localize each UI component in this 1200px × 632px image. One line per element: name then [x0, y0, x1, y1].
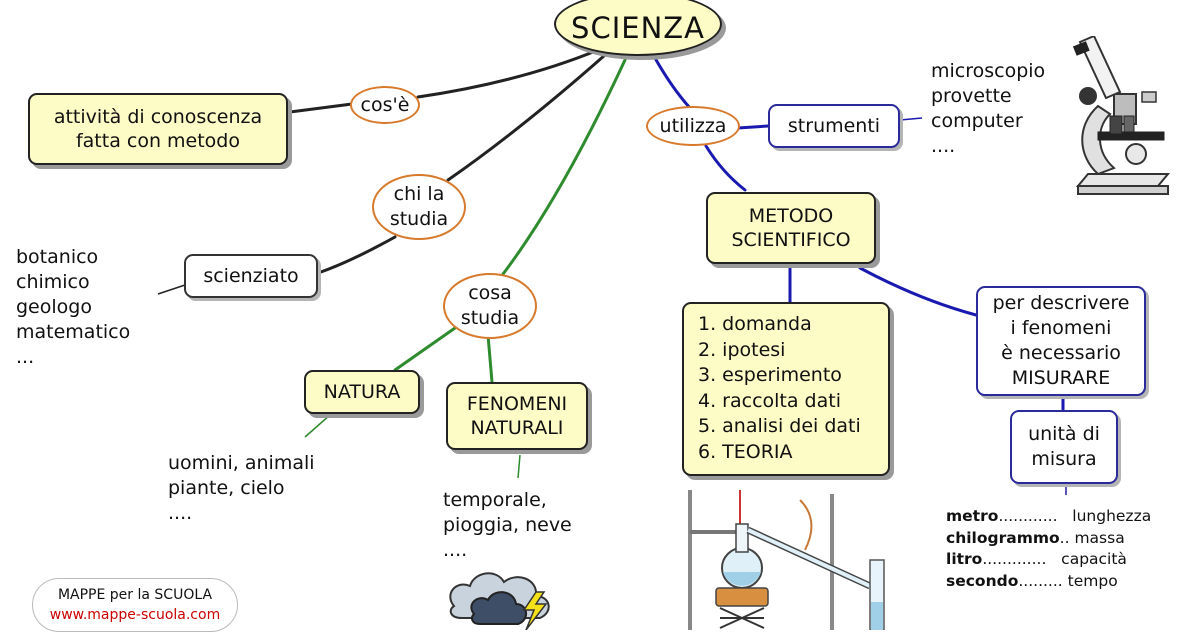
- brand-badge: MAPPE per la SCUOLA www.mappe-scuola.com: [32, 578, 238, 632]
- method-step: 2. ipotesi: [698, 338, 786, 361]
- storm-cloud-icon: [449, 572, 550, 630]
- link-chi-la-studia: chi la studia: [372, 174, 466, 240]
- scienziati-list: botanico chimico geologo matematico ...: [16, 246, 131, 368]
- link-cosa-studia: cosa studia: [443, 273, 537, 339]
- line-utilizza-metodo: [704, 144, 747, 192]
- unit-row: litro............. capacità: [946, 550, 1127, 568]
- metodo-scientifico-box: METODO SCIENTIFICO: [706, 192, 876, 264]
- method-step: 5. analisi dei dati: [698, 415, 861, 437]
- units-list: metro............ lunghezza chilogrammo.…: [946, 506, 1196, 592]
- line-strumenti-list: [899, 117, 923, 121]
- scienziato-box: scienziato: [184, 254, 318, 298]
- line-utilizza-strumenti: [736, 124, 770, 130]
- strumenti-box: strumenti: [768, 104, 900, 148]
- line-scienza-cosa: [498, 58, 627, 280]
- definition-box: attività di conoscenza fatta con metodo: [28, 93, 288, 165]
- link-cos-e: cos'è: [350, 86, 420, 124]
- line-chi-scienziato: [316, 235, 397, 275]
- title-ellipse: SCIENZA: [554, 0, 722, 56]
- line-scienza-utilizza: [653, 56, 692, 110]
- line-natura-list: [304, 414, 331, 438]
- line-fenomeni-list: [517, 454, 521, 479]
- method-steps-box: 1. domanda 2. ipotesi 3. esperimento 4. …: [682, 302, 890, 476]
- title-text: SCIENZA: [571, 11, 705, 45]
- unit-row: chilogrammo.. massa: [946, 528, 1125, 547]
- microscope-icon: [1072, 36, 1171, 195]
- unita-di-misura-box: unità di misura: [1010, 410, 1118, 484]
- misurare-box: per descrivere i fenomeni è necessario M…: [976, 286, 1146, 396]
- method-step: 6. TEORIA: [698, 440, 793, 463]
- line-cose-definition: [288, 102, 354, 114]
- brand-name: MAPPE per la SCUOLA: [57, 587, 213, 603]
- line-scienziato-list: [157, 284, 186, 295]
- method-step: 1. domanda: [698, 313, 812, 335]
- line-scienza-cose: [416, 48, 600, 99]
- strumenti-list: microscopio provette computer ....: [931, 60, 1046, 157]
- method-step: 4. raccolta dati: [698, 389, 841, 412]
- line-metodo-misurare: [858, 266, 978, 317]
- link-utilizza: utilizza: [646, 106, 740, 146]
- unit-row: metro............ lunghezza: [946, 507, 1152, 525]
- natura-list: uomini, animali piante, cielo ....: [168, 452, 315, 524]
- distillation-apparatus-icon: [688, 490, 885, 630]
- brand-url: www.mappe-scuola.com: [49, 607, 221, 623]
- fenomeni-list: temporale, pioggia, neve ....: [443, 489, 572, 561]
- line-cosa-fenomeni: [486, 333, 494, 384]
- natura-box: NATURA: [304, 370, 420, 414]
- fenomeni-naturali-box: FENOMENI NATURALI: [446, 382, 588, 450]
- unit-row: secondo......... tempo: [946, 571, 1118, 590]
- method-step: 3. esperimento: [698, 364, 842, 386]
- line-cosa-natura: [393, 326, 457, 372]
- line-scienza-chi: [446, 53, 607, 182]
